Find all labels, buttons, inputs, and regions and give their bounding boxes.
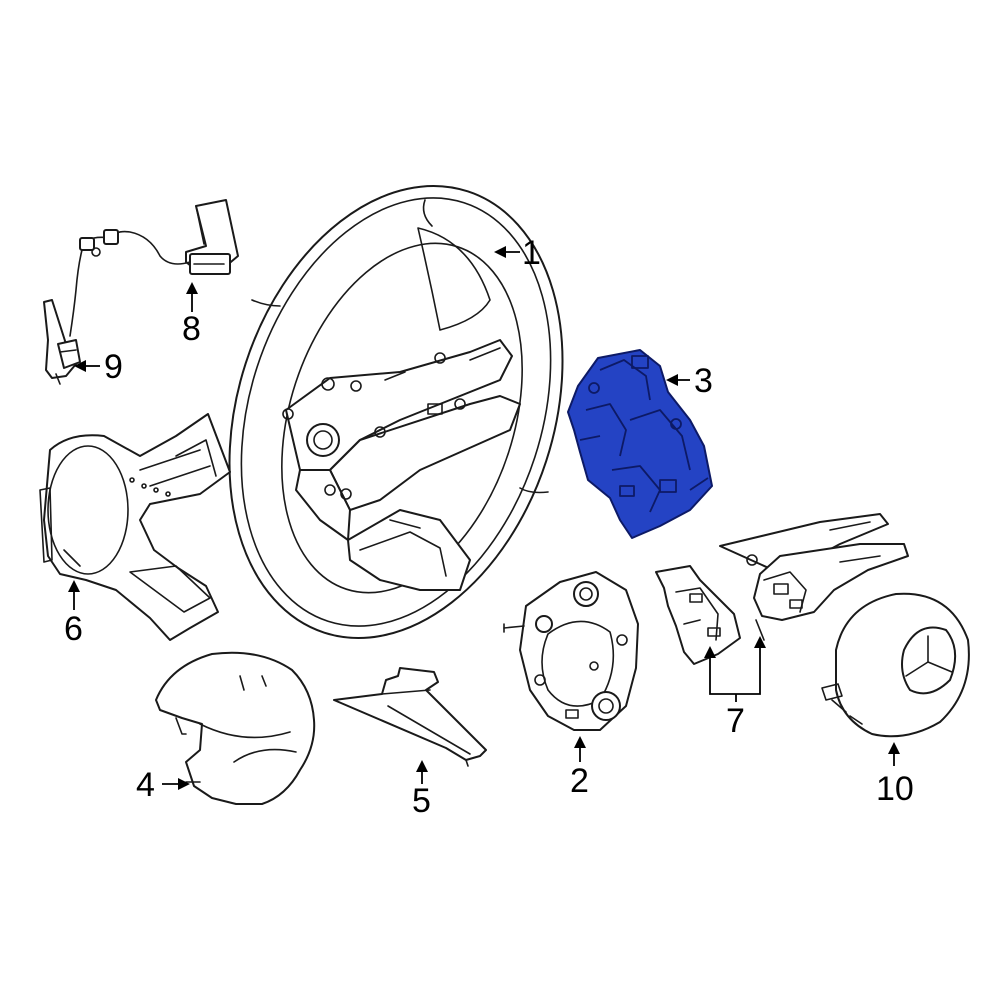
part-6-lower-trim-cover[interactable] xyxy=(39,413,231,641)
part-9-shift-paddle[interactable] xyxy=(43,299,81,385)
callout-9: 9 xyxy=(104,348,123,386)
callout-10: 10 xyxy=(876,770,914,808)
callout-7: 7 xyxy=(726,702,745,740)
callout-5: 5 xyxy=(412,782,431,820)
part-4-lower-shroud[interactable] xyxy=(155,651,316,805)
part-7-switch-assemblies[interactable] xyxy=(655,513,909,665)
part-8-connector-module[interactable] xyxy=(69,199,239,337)
callout-8: 8 xyxy=(182,310,201,348)
part-2-airbag-mount-plate[interactable] xyxy=(503,571,639,731)
part-5-trim-piece[interactable] xyxy=(333,667,487,767)
part-3-highlighted-module[interactable] xyxy=(567,349,713,539)
part-1-steering-wheel[interactable] xyxy=(174,143,618,682)
callout-2: 2 xyxy=(570,762,589,800)
callout-1: 1 xyxy=(522,234,541,272)
callout-6: 6 xyxy=(64,610,83,648)
callout-3: 3 xyxy=(694,362,713,400)
callout-4: 4 xyxy=(136,766,155,804)
part-10-airbag[interactable] xyxy=(821,592,970,738)
